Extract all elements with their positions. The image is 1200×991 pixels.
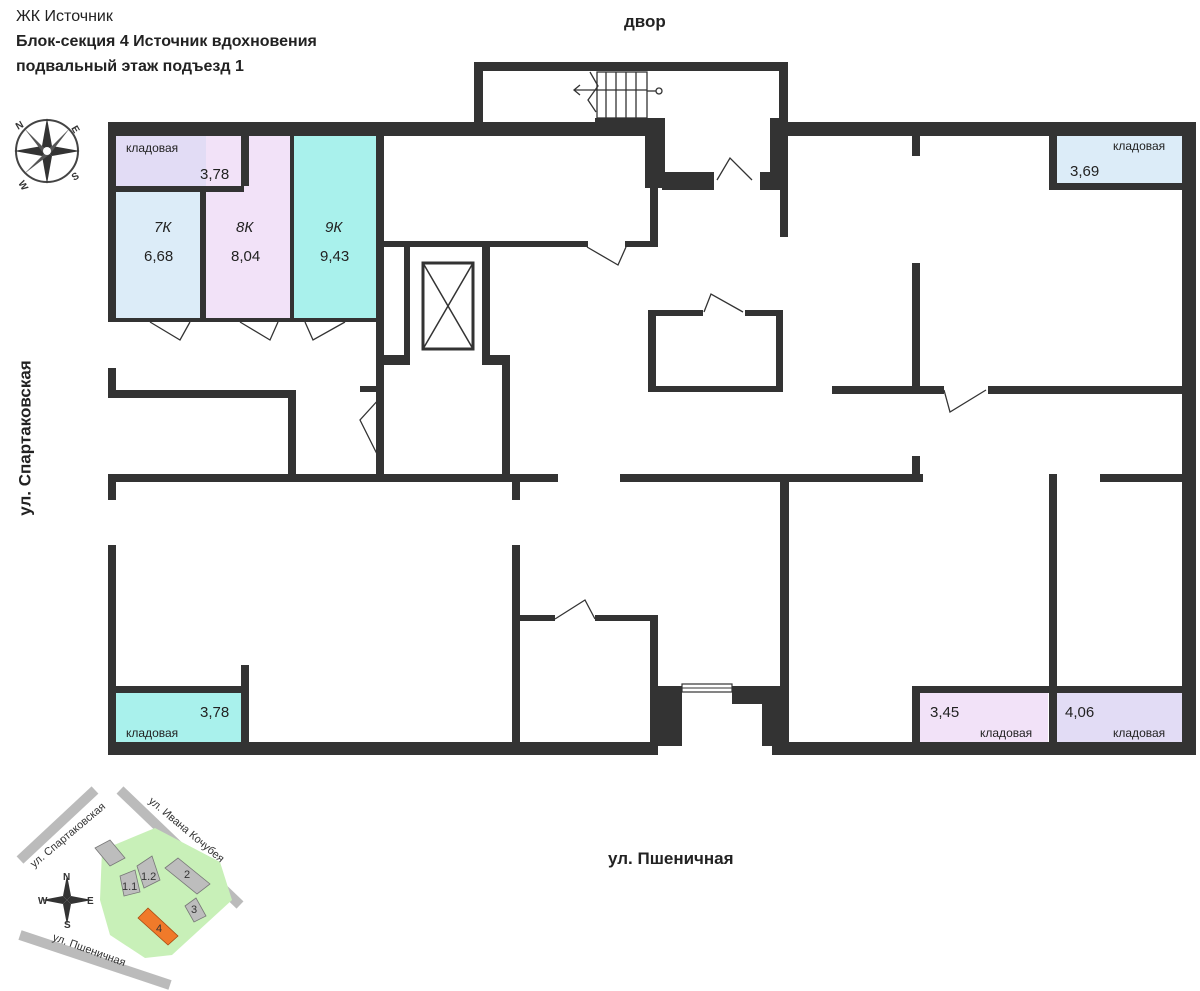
unit-9k-code: 9К: [325, 219, 343, 236]
compass-rose-icon: N E S W: [14, 118, 82, 193]
window-grille-icon: [681, 683, 733, 693]
storage-label-5: кладовая: [1113, 726, 1165, 740]
floor-title: подвальный этаж подъезд 1: [16, 58, 244, 75]
unit-7k-area: 6,68: [144, 248, 173, 265]
door-hall-icon: [359, 397, 381, 461]
unit-9k-fill[interactable]: [294, 136, 376, 318]
elevator-shaft-icon: [421, 261, 475, 351]
unit-9k-area: 9,43: [320, 248, 349, 265]
storage-room-fill-3[interactable]: [116, 693, 241, 742]
storage-label-2: кладовая: [1113, 139, 1165, 153]
svg-text:E: E: [87, 896, 94, 907]
storage-room-fill-4[interactable]: [920, 693, 1048, 742]
storage-area-4: 3,45: [930, 704, 959, 721]
svg-text:N: N: [63, 872, 70, 883]
door-stair-icon: [716, 156, 753, 181]
section-title: Блок-секция 4 Источник вдохновения: [16, 33, 317, 50]
building-label-4: 3: [191, 904, 197, 916]
minimap-compass-icon: N E S W: [38, 872, 94, 931]
compass-s: S: [70, 171, 82, 184]
unit-8k-code: 8К: [236, 219, 254, 236]
staircase-icon: [572, 71, 663, 119]
storage-room-fill-2[interactable]: [1057, 136, 1182, 183]
svg-text:S: S: [64, 920, 71, 931]
storage-area-1: 3,78: [200, 166, 229, 183]
complex-title: ЖК Источник: [16, 8, 113, 25]
unit-7k-code: 7К: [154, 219, 172, 236]
door-7k-icon: [149, 321, 191, 341]
building-label-3: 2: [184, 869, 190, 881]
door-right-icon: [943, 389, 987, 414]
compass-n: N: [14, 119, 26, 132]
svg-text:W: W: [38, 896, 48, 907]
storage-area-5: 4,06: [1065, 704, 1094, 721]
compass-e: E: [68, 124, 81, 136]
walls: [108, 62, 1196, 755]
courtyard-label: двор: [624, 12, 666, 31]
door-swings: [149, 156, 987, 620]
building-label-2: 1.2: [141, 871, 156, 883]
unit-8k-area: 8,04: [231, 248, 260, 265]
door-lower-icon: [554, 599, 596, 620]
door-9k-icon: [304, 321, 346, 341]
door-corridor-icon: [586, 246, 627, 266]
storage-room-fill-5[interactable]: [1056, 693, 1182, 742]
storage-label-4: кладовая: [980, 726, 1032, 740]
building-label-5: 4: [156, 923, 162, 935]
highlighted-building-icon: [137, 907, 179, 946]
storage-label-3: кладовая: [126, 726, 178, 740]
storage-label-1: кладовая: [126, 141, 178, 155]
building-label-1: 1.1: [122, 881, 137, 893]
compass-w: W: [15, 179, 30, 193]
storage-area-3: 3,78: [200, 704, 229, 721]
door-8k-icon: [239, 321, 279, 341]
door-island-icon: [703, 293, 744, 313]
site-minimap: ул. Спартаковская ул. Ивана Кочубея ул. …: [16, 786, 244, 990]
unit-7k-fill[interactable]: [116, 192, 200, 318]
street-label-pshenichnaya: ул. Пшеничная: [608, 849, 734, 868]
storage-area-2: 3,69: [1070, 163, 1099, 180]
